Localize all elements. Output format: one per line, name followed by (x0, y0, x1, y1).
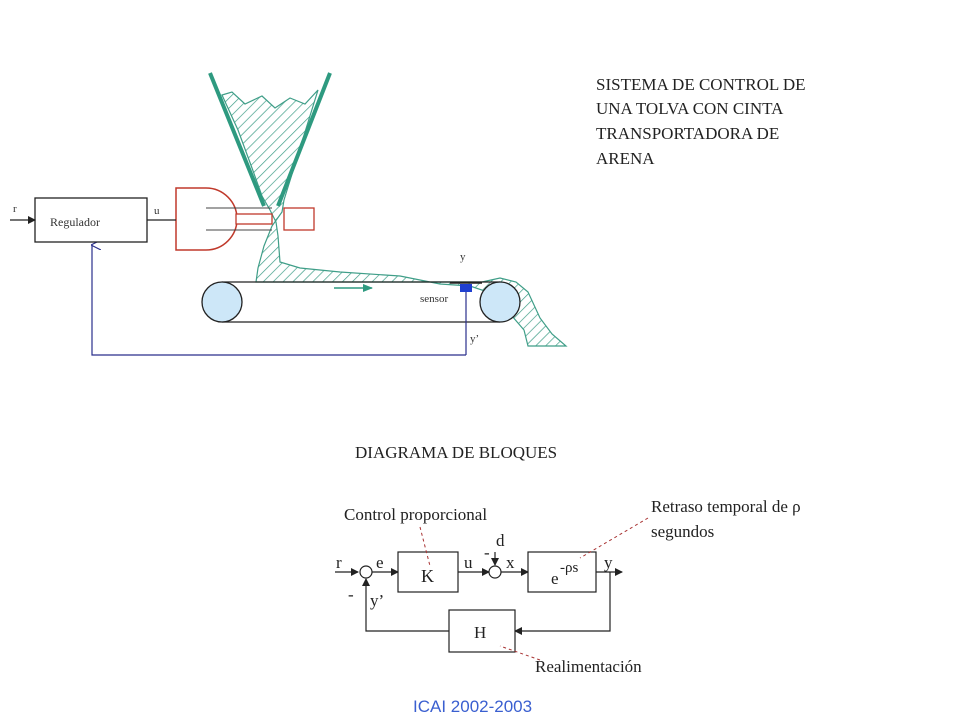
bd-control-leader (419, 526, 431, 567)
regulador-label: Regulador (50, 215, 100, 229)
y-level-label: y (460, 251, 466, 263)
bd-feedback-out (514, 572, 611, 635)
bd-feedback-leader (499, 645, 541, 661)
bd-y-label: y (604, 553, 613, 572)
hopper-right-wall (276, 72, 332, 207)
bd-h-label: H (474, 623, 486, 642)
bd-feedback-return (362, 578, 449, 632)
bd-h-block (448, 609, 516, 653)
title-line-3: TRANSPORTADORA DE (596, 124, 779, 143)
bd-feedback-note: Realimentación (535, 657, 642, 676)
bd-u-label: u (464, 553, 473, 572)
hopper-left-wall (208, 72, 266, 207)
bd-summing-junction-2 (488, 565, 502, 579)
bd-delay-note-line2: segundos (651, 522, 714, 541)
title-line-1: SISTEMA DE CONTROL DE (596, 75, 806, 94)
belt-roller-right (479, 281, 521, 323)
bd-delay-base: e (551, 569, 559, 588)
bd-delay-exponent: -ρs (560, 560, 578, 576)
title-block: SISTEMA DE CONTROL DE UNA TOLVA CON CINT… (596, 75, 806, 168)
footer-text: ICAI 2002-2003 (413, 697, 532, 716)
r-input-label: r (13, 203, 17, 215)
bd-minus-disturbance: - (484, 543, 490, 562)
title-line-2: UNA TOLVA CON CINTA (596, 99, 784, 118)
block-diagram-heading: DIAGRAMA DE BLOQUES (355, 443, 557, 462)
bd-delay-leader (579, 517, 649, 559)
valve-actuator (175, 187, 238, 251)
block-diagram: DIAGRAMA DE BLOQUES r - e K u d - x e -ρ… (335, 443, 801, 676)
bd-y-prime-label: y’ (370, 591, 384, 610)
bd-minus-feedback: - (348, 585, 354, 604)
bd-x-label: x (506, 553, 515, 572)
y-prime-label: y’ (470, 333, 479, 345)
regulador-box (34, 197, 148, 243)
u-output-label: u (154, 205, 160, 217)
valve-housing (283, 207, 315, 231)
hopper-system-drawing: Regulador r u y sensor y’ (10, 72, 568, 356)
bd-d-label: d (496, 531, 505, 550)
belt-roller-left (201, 281, 243, 323)
bd-r-label: r (336, 553, 342, 572)
bd-delay-note-line1: Retraso temporal de ρ (651, 497, 801, 516)
bd-k-label: K (421, 566, 434, 586)
bd-delay-block (527, 551, 597, 593)
valve-gate (235, 213, 273, 225)
sensor-block (460, 284, 472, 292)
bd-summing-junction-1 (359, 565, 373, 579)
feedback-wire (92, 245, 466, 356)
bd-e-label: e (376, 553, 384, 572)
sensor-label: sensor (420, 293, 448, 305)
title-line-4: ARENA (596, 149, 655, 168)
bd-control-note: Control proporcional (344, 505, 487, 524)
